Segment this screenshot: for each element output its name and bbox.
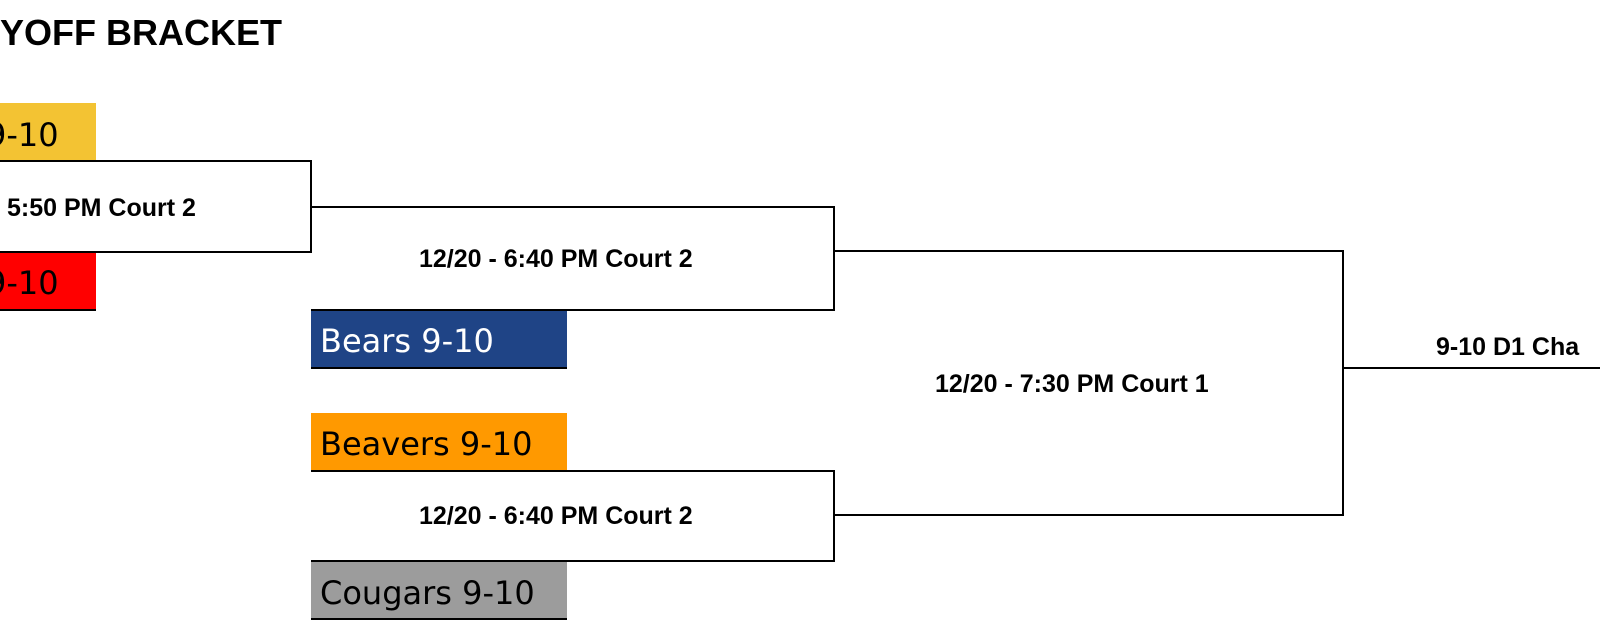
- team-2-box: [0, 252, 96, 310]
- team-beavers-label: Beavers 9-10: [320, 425, 533, 463]
- team-bears-label: Bears 9-10: [320, 322, 494, 360]
- game-1-label: 5:50 PM Court 2: [7, 194, 196, 222]
- game-3-label: 12/20 - 6:40 PM Court 2: [419, 502, 693, 530]
- champion-label: 9-10 D1 Cha: [1436, 333, 1580, 361]
- team-beavers-box: [311, 413, 567, 471]
- team-1-label: 9-10: [0, 116, 59, 154]
- team-cougars-box: [311, 561, 567, 619]
- game-final-label: 12/20 - 7:30 PM Court 1: [935, 370, 1209, 398]
- team-bears-box: [311, 310, 567, 368]
- team-2-label: 9-10: [0, 264, 59, 302]
- team-1-box: [0, 103, 96, 161]
- team-cougars-label: Cougars 9-10: [320, 574, 535, 612]
- game-2-label: 12/20 - 6:40 PM Court 2: [419, 245, 693, 273]
- bracket-title: YOFF BRACKET: [0, 12, 282, 53]
- game-2-bracket-line: [311, 206, 835, 311]
- final-bracket-line: [834, 250, 1344, 516]
